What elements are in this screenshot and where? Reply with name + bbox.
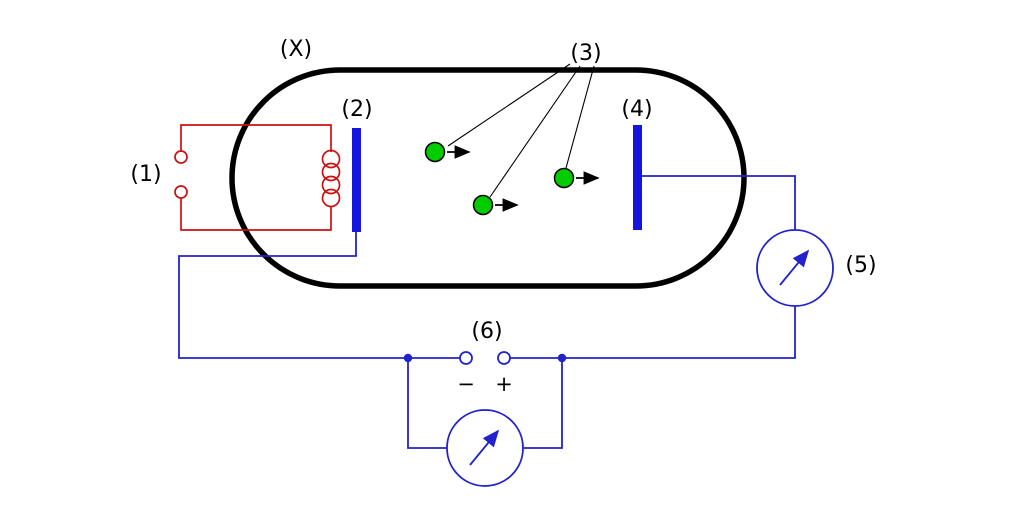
heater-terminal-bottom: [174, 185, 188, 199]
electron-pointer-line: [565, 65, 595, 169]
electron-icon: [553, 167, 575, 189]
wire-voltmeter-right: [523, 358, 563, 449]
wire-cathode-to-supply: [178, 232, 460, 359]
anode: (4): [621, 97, 653, 230]
electron-icon: [424, 141, 446, 163]
heater-circuit: (1): [130, 124, 341, 231]
tube-outline-shape: [229, 67, 747, 289]
cathode: (2): [341, 97, 373, 232]
plus-sign: +: [495, 372, 513, 396]
junction-dot: [403, 353, 413, 363]
meter-needle-icon: [779, 249, 810, 286]
electrons: (3): [424, 41, 602, 216]
heater-wire-top: [180, 124, 332, 152]
wire-anode-to-meter: [642, 175, 796, 230]
supply-label: (6): [471, 319, 502, 344]
meter-needle-icon: [469, 429, 500, 466]
junction-dot: [557, 353, 567, 363]
wire-meter-to-supply: [510, 306, 796, 359]
heater-source-label: (1): [130, 162, 161, 187]
anode-label: (4): [621, 97, 652, 122]
series-meter: (5): [756, 229, 877, 307]
electron-icon: [472, 194, 494, 216]
series-meter-label: (5): [845, 253, 876, 278]
supply-terminal-plus: [497, 351, 511, 365]
cathode-plate: [352, 128, 361, 232]
tube-envelope: (X): [229, 37, 747, 289]
parallel-meter: [446, 409, 524, 487]
wire-voltmeter-left: [407, 358, 447, 449]
minus-sign: −: [457, 372, 475, 396]
heater-wire-bottom: [180, 198, 332, 231]
heater-coil-icon: [321, 149, 341, 208]
anode-plate: [633, 125, 642, 230]
electron-pointer-line: [489, 65, 581, 198]
main-circuit-wiring: [178, 175, 796, 449]
tube-label: (X): [280, 37, 312, 62]
supply-terminal-minus: [459, 351, 473, 365]
electrons-label: (3): [570, 41, 601, 66]
cathode-label: (2): [341, 97, 372, 122]
electron-pointer-line: [447, 63, 571, 147]
heater-terminal-top: [174, 150, 188, 164]
supply-terminals: (6) − +: [457, 319, 513, 396]
